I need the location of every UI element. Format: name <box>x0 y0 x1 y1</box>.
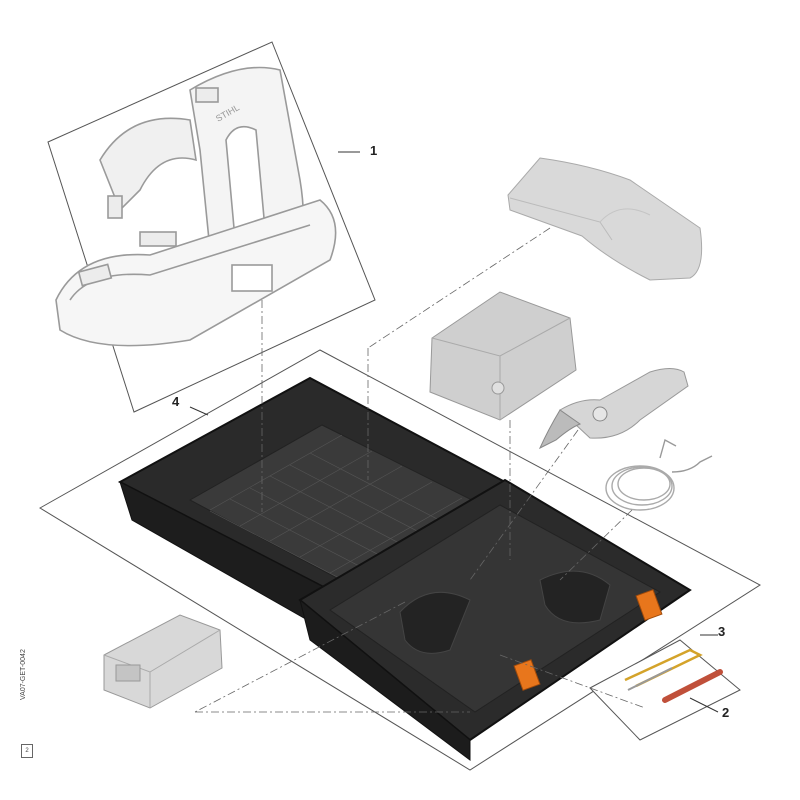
cover-pad-part <box>507 157 703 281</box>
carry-case-part <box>117 376 692 761</box>
case-panel <box>39 349 761 771</box>
hex-key-box <box>589 639 741 741</box>
drawing-code: VA07-GET-0042 <box>20 649 27 700</box>
callout-1: 1 <box>370 143 378 158</box>
harness-panel: STIHL <box>47 41 376 413</box>
latch-right <box>635 589 663 621</box>
battery-part <box>103 614 223 709</box>
drawing-code-box: 2 <box>21 744 33 758</box>
dash-dot-guides <box>194 227 646 713</box>
harness-part: STIHL <box>55 66 337 347</box>
cable-part <box>605 438 713 511</box>
leader-lines <box>189 151 719 713</box>
callout-2: 2 <box>722 705 730 720</box>
callout-3: 3 <box>718 624 726 639</box>
holster-part <box>429 291 577 421</box>
callout-4: 4 <box>172 394 180 409</box>
pruner-part <box>538 368 689 450</box>
tool-kit-part <box>662 669 723 703</box>
